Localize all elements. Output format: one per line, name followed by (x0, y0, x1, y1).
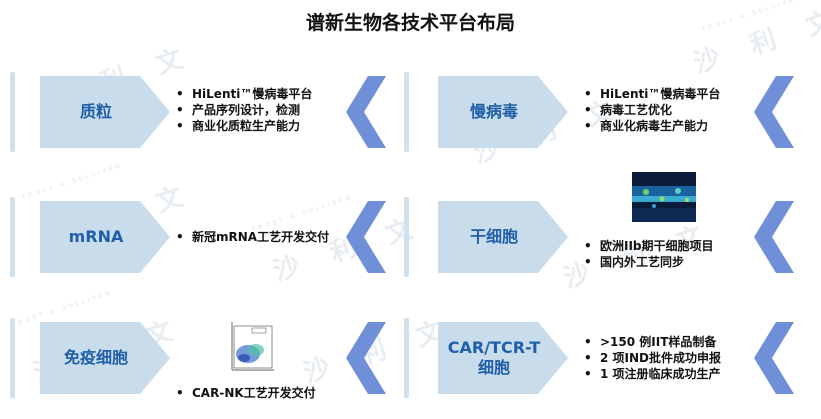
bullet-item: CAR-NK工艺开发交付 (170, 385, 316, 401)
bullet-item: 1 项注册临床成功生产 (578, 366, 721, 382)
section-platform-tag: 干细胞 (438, 201, 568, 273)
bullet-item: 商业化病毒生产能力 (578, 118, 720, 134)
page-title: 谱新生物各技术平台布局 (305, 12, 515, 34)
bullet-item: HiLenti™慢病毒平台 (578, 86, 720, 102)
pentagon-shape (438, 201, 568, 273)
bullet-item: 病毒工艺优化 (578, 102, 720, 118)
section-platform-tag: CAR/TCR-T 细胞 (438, 322, 568, 394)
bullet-list: HiLenti™慢病毒平台 病毒工艺优化 商业化病毒生产能力 (578, 86, 720, 134)
bullet-item: >150 例IIT样品制备 (578, 334, 721, 350)
accent-bar (10, 72, 15, 152)
bullet-list: >150 例IIT样品制备 2 项IND批件成功申报 1 项注册临床成功生产 (578, 334, 721, 382)
bullet-item: 欧洲IIb期干细胞项目 (578, 238, 714, 254)
section-platform-tag: 质粒 (40, 76, 170, 148)
bullet-list: CAR-NK工艺开发交付 (170, 385, 316, 401)
pentagon-shape (40, 322, 170, 394)
accent-bar (404, 318, 409, 398)
bullet-list: 新冠mRNA工艺开发交付 (170, 229, 329, 245)
section-label-line: 细胞 (477, 358, 510, 377)
watermark-sub: FROST & SULLIVAN (251, 193, 354, 234)
section-label-line: CAR/TCR-T (447, 338, 541, 357)
flow-cytometry-plot-image (226, 320, 276, 376)
section-label: CAR/TCR-T 细胞 (438, 322, 550, 394)
section-platform-tag: 慢病毒 (438, 76, 568, 148)
bullet-item: 国内外工艺同步 (578, 254, 714, 270)
chevron-left-icon (346, 201, 386, 273)
chevron-left-icon (346, 322, 386, 394)
section-label: 干细胞 (469, 227, 518, 246)
chevron-left-icon (346, 76, 386, 148)
chevron-left-icon (754, 201, 794, 273)
accent-bar (404, 72, 409, 152)
accent-bar (10, 197, 15, 277)
section-platform-tag: mRNA (40, 201, 170, 273)
bullet-item: 产品序列设计，检测 (170, 102, 312, 118)
bullet-list: HiLenti™慢病毒平台 产品序列设计，检测 商业化质粒生产能力 (170, 86, 312, 134)
accent-bar (404, 197, 409, 277)
watermark-sub: FROST & SULLIVAN (21, 161, 124, 202)
section-label: 质粒 (79, 102, 112, 121)
bullet-item: 新冠mRNA工艺开发交付 (170, 229, 329, 245)
stem-cell-microscopy-image (632, 172, 696, 222)
pentagon-shape (40, 201, 170, 273)
pentagon-shape (438, 322, 568, 394)
chevron-left-icon (754, 76, 794, 148)
bullet-item: 2 项IND批件成功申报 (578, 350, 721, 366)
pentagon-shape (40, 76, 170, 148)
pentagon-shape (438, 76, 568, 148)
chevron-left-icon (754, 322, 794, 394)
bullet-list: 欧洲IIb期干细胞项目 国内外工艺同步 (578, 238, 714, 270)
section-label: 慢病毒 (469, 102, 518, 121)
bullet-item: HiLenti™慢病毒平台 (170, 86, 312, 102)
section-platform-tag: 免疫细胞 (40, 322, 170, 394)
section-label: mRNA (68, 227, 124, 246)
section-label: 免疫细胞 (63, 348, 128, 367)
accent-bar (10, 318, 15, 398)
bullet-item: 商业化质粒生产能力 (170, 118, 312, 134)
